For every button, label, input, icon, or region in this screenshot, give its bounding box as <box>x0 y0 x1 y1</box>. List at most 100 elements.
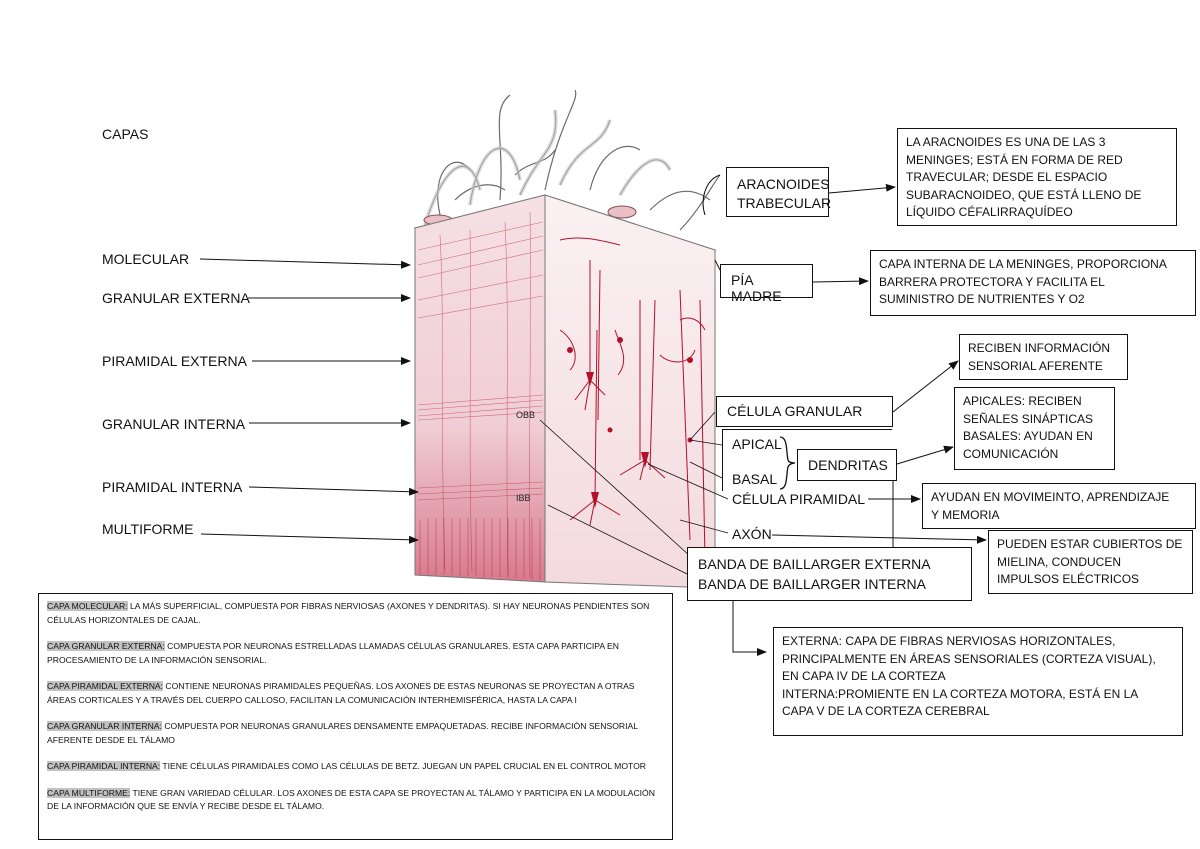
aracnoides-box: ARACNOIDES TRABECULAR <box>726 167 832 217</box>
pointer-ibb <box>547 504 690 576</box>
layer-label-granular-externa: GRANULAR EXTERNA <box>102 290 250 306</box>
apical-basal-top-rule <box>722 429 892 430</box>
note-bandas-line: PRINCIPALMENTE EN ÁREAS SENSORIALES (COR… <box>782 651 1156 666</box>
layer-description-text: COMPUESTA POR NEURONAS ESTRELLADAS LLAMA… <box>47 641 619 665</box>
note-celula-granular: RECIBEN INFORMACIÓN SENSORIAL AFERENTE <box>959 334 1128 380</box>
layer-descriptions-panel: CAPA MOLECULAR: LA MÁS SUPERFICIAL, COMP… <box>38 593 673 840</box>
note-dendritas-line: BASALES: AYUDAN EN <box>963 429 1093 443</box>
aracnoides-line-2: TRABECULAR <box>737 195 832 211</box>
layer-description-name: CAPA PIRAMIDAL EXTERNA: <box>47 681 164 691</box>
note-aracnoides-line: MENINGES; ESTÁ EN FORMA DE RED <box>906 152 1123 167</box>
celula-piramidal-label: CÉLULA PIRAMIDAL <box>732 491 866 507</box>
note-dendritas-line: APICALES: RECIBEN <box>963 394 1082 408</box>
apical-label: APICAL <box>732 436 782 452</box>
note-bandas-line: EXTERNA: CAPA DE FIBRAS NERVIOSAS HORIZO… <box>782 634 1116 648</box>
arrow-dendritas-note <box>896 445 954 465</box>
pointer-apical <box>689 439 723 446</box>
pointer-granular <box>689 411 716 441</box>
line-pia <box>714 259 721 271</box>
front-face-deep-fibers <box>419 518 541 580</box>
layer-description-name: CAPA MULTIFORME: <box>47 787 131 798</box>
vessel-right <box>607 205 637 219</box>
axon-label: AXÓN <box>732 526 772 542</box>
layer-description-text: CONTIENE NEURONAS PIRAMIDALES PEQUEÑAS. … <box>47 681 635 705</box>
arrow-molecular <box>199 258 411 269</box>
note-aracnoides-line: LÍQUIDO CÉFALIRRAQUÍDEO <box>906 205 1073 219</box>
note-axon-line: PUEDEN ESTAR CUBIERTOS DE <box>997 537 1183 551</box>
pointer-piramidal <box>647 463 729 500</box>
pointer-axon <box>679 519 729 534</box>
celula-granular-box: CÉLULA GRANULAR <box>716 396 893 427</box>
bandas-box: BANDA DE BAILLARGER EXTERNA BANDA DE BAI… <box>687 547 972 601</box>
layer-description-text: TIENE GRAN VARIEDAD CÉLULAR. LOS AXONES … <box>47 787 655 812</box>
arrow-multiforme <box>200 533 419 544</box>
layer-label-multiforme: MULTIFORME <box>102 521 194 537</box>
note-axon: PUEDEN ESTAR CUBIERTOS DE MIELINA, CONDU… <box>988 530 1193 594</box>
arrow-bandas-note <box>732 600 767 656</box>
layer-description-name: CAPA GRANULAR EXTERNA: <box>47 641 165 651</box>
note-aracnoides-line: LA ARACNOIDES ES UNA DE LAS 3 <box>906 135 1106 149</box>
brace-dendritas <box>779 436 796 490</box>
layer-description-name: CAPA PIRAMIDAL INTERNA: <box>47 761 161 771</box>
pointer-obb <box>539 419 691 557</box>
obb-label: OBB <box>516 410 536 420</box>
note-granular-line: SENSORIAL AFERENTE <box>968 358 1103 373</box>
layer-description-text: LA MÁS SUPERFICIAL, COMPUESTA POR FIBRAS… <box>47 601 650 625</box>
banda-externa-label: BANDA DE BAILLARGER EXTERNA <box>698 556 931 572</box>
note-pia-line: SUMINISTRO DE NUTRIENTES Y O2 <box>879 292 1085 306</box>
note-dendritas-line: SEÑALES SINÁPTICAS <box>963 411 1094 426</box>
note-axon-line: MIELINA, CONDUCEN <box>997 554 1122 569</box>
layer-label-piramidal-externa: PIRAMIDAL EXTERNA <box>102 353 247 369</box>
pia-madre-box: PÍA MADRE <box>720 264 813 304</box>
basal-label: BASAL <box>732 471 778 487</box>
layer-description-name: CAPA MOLECULAR: <box>47 601 128 611</box>
note-pia-line: CAPA INTERNA DE LA MENINGES, PROPORCIONA <box>879 257 1167 271</box>
layer-description: CAPA PIRAMIDAL INTERNA: TIENE CÉLULAS PI… <box>47 760 664 774</box>
arachnoid-web-fill <box>423 109 672 226</box>
note-celula-piramidal: AYUDAN EN MOVIMEINTO, APRENDIZAJE Y MEMO… <box>922 483 1196 529</box>
pointer-basal <box>689 461 723 479</box>
layer-label-piramidal-interna: PIRAMIDAL INTERNA <box>102 479 243 495</box>
note-bandas-line: EN CAPA IV DE LA CORTEZA <box>782 669 946 683</box>
banda-interna-label: BANDA DE BAILLARGER INTERNA <box>698 576 926 592</box>
note-piramidal-line: AYUDAN EN MOVIMEINTO, APRENDIZAJE <box>931 490 1170 504</box>
pia-madre-label: PÍA MADRE <box>731 272 782 304</box>
note-aracnoides-line: SUBARACNOIDEO, QUE ESTÁ LLENO DE <box>906 187 1142 202</box>
note-piramidal-line: Y MEMORIA <box>931 507 1000 522</box>
note-granular-line: RECIBEN INFORMACIÓN <box>968 341 1111 355</box>
arrow-piramidal-interna <box>248 486 419 496</box>
note-bandas-line: CAPA V DE LA CORTEZA CEREBRAL <box>782 704 990 718</box>
note-aracnoides: LA ARACNOIDES ES UNA DE LAS 3 MENINGES; … <box>897 128 1177 226</box>
layer-description-name: CAPA GRANULAR INTERNA: <box>47 721 162 731</box>
note-bandas: EXTERNA: CAPA DE FIBRAS NERVIOSAS HORIZO… <box>773 627 1183 736</box>
note-bandas-line: INTERNA:PROMIENTE EN LA CORTEZA MOTORA, … <box>782 686 1139 701</box>
aracnoides-line-1: ARACNOIDES <box>737 176 830 192</box>
celula-granular-label: CÉLULA GRANULAR <box>727 403 863 419</box>
layer-description-text: COMPUESTA POR NEURONAS GRANULARES DENSAM… <box>47 721 638 745</box>
layer-label-molecular: MOLECULAR <box>102 251 190 267</box>
dendritas-box: DENDRITAS <box>797 449 897 481</box>
dendritas-label: DENDRITAS <box>808 457 888 473</box>
layer-description-text: TIENE CÉLULAS PIRAMIDALES COMO LAS CÉLUL… <box>160 761 647 771</box>
layer-label-granular-interna: GRANULAR INTERNA <box>102 416 246 432</box>
layer-description: CAPA PIRAMIDAL EXTERNA: CONTIENE NEURONA… <box>47 680 664 707</box>
arrow-aracnoides-note <box>828 183 896 194</box>
arrow-axon-note <box>771 534 987 544</box>
arrow-granular-note <box>892 360 959 413</box>
note-aracnoides-line: TRAVECULAR; DESDE EL ESPACIO <box>906 170 1108 184</box>
apical-basal-left-rule <box>722 429 723 491</box>
note-axon-line: IMPULSOS ELÉCTRICOS <box>997 572 1140 586</box>
note-dendritas-line: COMUNICACIÓN <box>963 446 1059 461</box>
layer-description: CAPA GRANULAR INTERNA: COMPUESTA POR NEU… <box>47 720 664 747</box>
block-front-face <box>414 194 546 583</box>
line-aracnoides <box>702 174 721 216</box>
note-pia-madre: CAPA INTERNA DE LA MENINGES, PROPORCIONA… <box>870 250 1196 316</box>
arrow-pia-note <box>812 277 869 286</box>
ibb-label: IBB <box>516 493 531 503</box>
heading-capas: CAPAS <box>102 126 149 142</box>
front-face-texture <box>417 211 544 579</box>
note-dendritas: APICALES: RECIBEN SEÑALES SINÁPTICAS BAS… <box>954 387 1115 470</box>
layer-description: CAPA MULTIFORME: TIENE GRAN VARIEDAD CÉL… <box>47 787 664 814</box>
note-pia-line: BARRERA PROTECTORA Y FACILITA EL <box>879 274 1105 289</box>
